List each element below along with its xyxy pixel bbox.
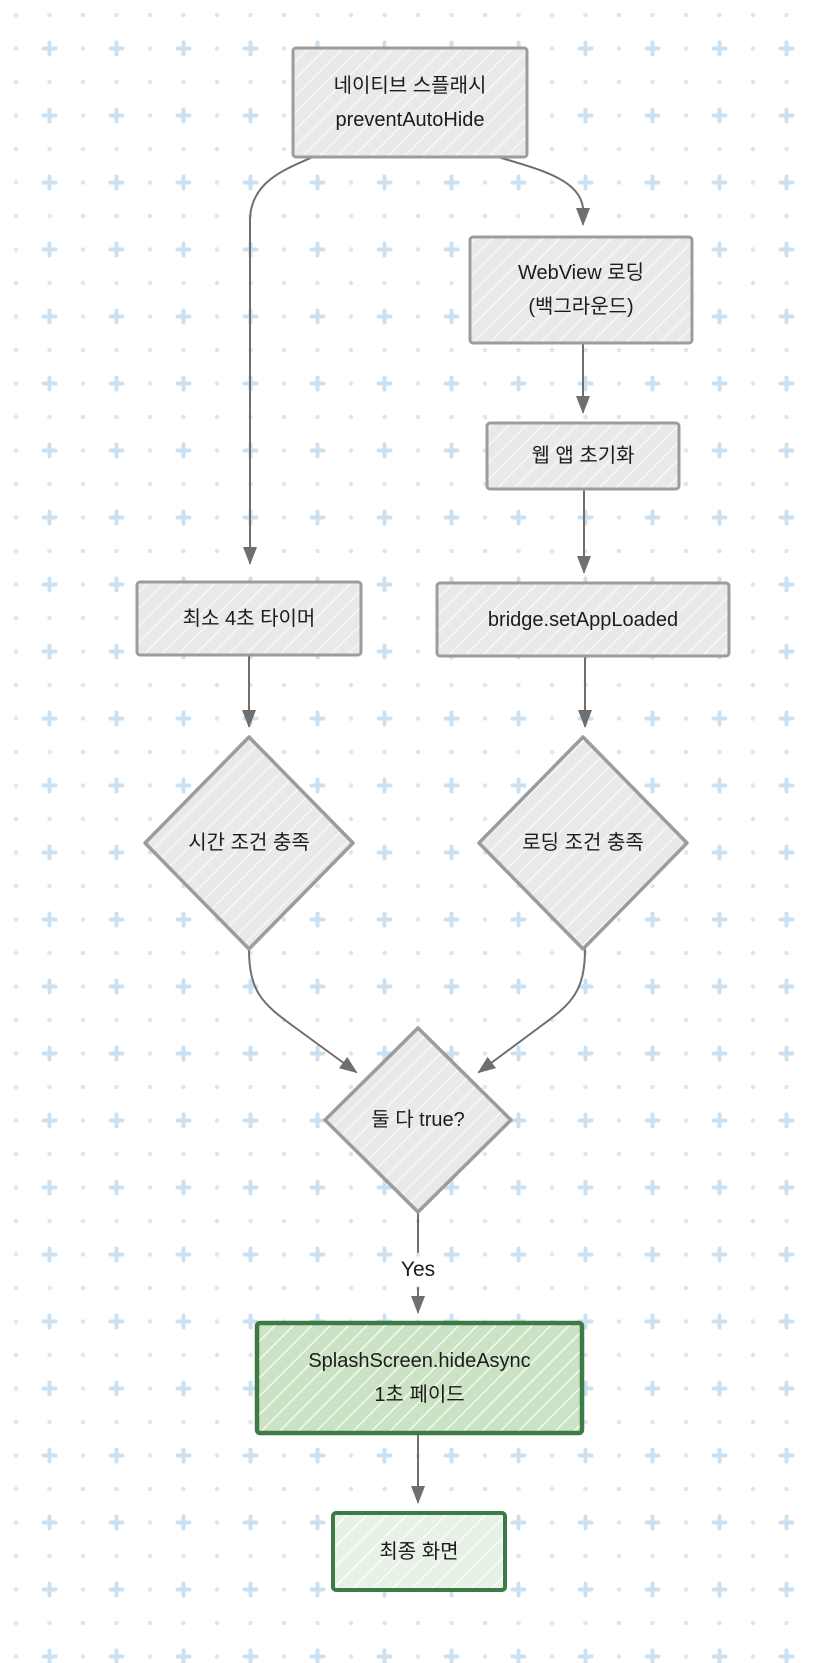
yes-edge-label: Yes [388, 1256, 448, 1284]
yes-text: Yes [400, 1258, 436, 1281]
node-hide-async [254, 1320, 585, 1436]
node-webview-loading [468, 235, 694, 345]
arrow-native-splash-to-min-timer [243, 156, 314, 565]
arrow-time-condition-to-both-true [248, 948, 358, 1074]
node-web-app-init [485, 421, 681, 491]
arrow-loading-condition-to-both-true [477, 948, 586, 1074]
node-loading-condition-diamond [477, 735, 689, 951]
arrow-native-splash-to-webview [497, 156, 590, 226]
node-both-true-diamond [323, 1026, 513, 1214]
node-final-screen [331, 1511, 507, 1592]
node-min-timer [135, 580, 363, 657]
node-native-splash [291, 46, 529, 159]
node-bridge-set-app-loaded [435, 581, 731, 658]
node-time-condition-diamond [143, 735, 355, 951]
